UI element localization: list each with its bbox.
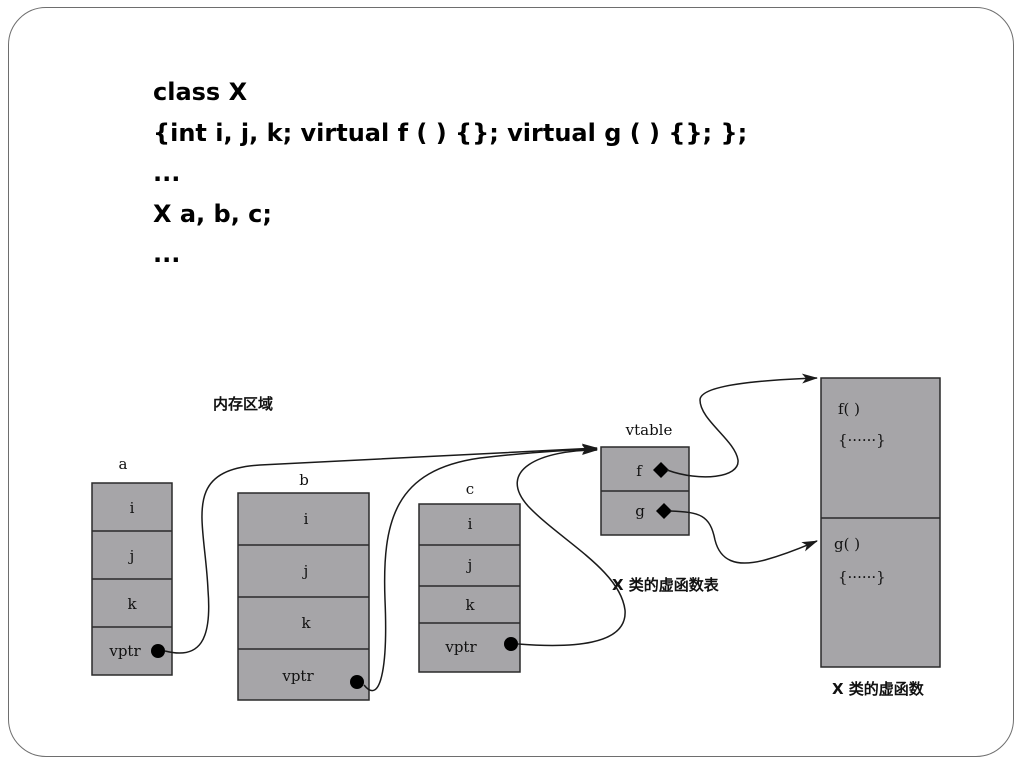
function-f-name: f( ) [838, 400, 860, 418]
arrow-g-to-function [669, 510, 818, 564]
object-b: b i j k vptr [237, 471, 370, 701]
object-c-field-k: k [465, 596, 475, 614]
object-a-field-i: i [130, 499, 135, 517]
vtable-title: vtable [625, 421, 673, 439]
vtable-g-pointer [656, 503, 672, 519]
object-a-field-j: j [128, 547, 135, 565]
vtable-f-pointer [653, 462, 669, 478]
object-b-field-vptr: vptr [281, 667, 314, 685]
object-c-vptr-dot [504, 637, 518, 651]
object-c-field-j: j [466, 556, 473, 574]
arrow-b-to-vtable [363, 444, 598, 692]
functions-block: f( ) {······} g( ) {······} X 类的虚函数 [820, 377, 941, 698]
arrow-a-to-vtable [164, 443, 598, 654]
code-line-2: {int i, j, k; virtual f ( ) {}; virtual … [153, 118, 748, 147]
object-a: a i j k vptr [91, 455, 173, 676]
code-line-3: ... [153, 159, 181, 187]
arrow-c-to-vtable [516, 445, 626, 647]
vtable-entry-f: f [636, 462, 643, 480]
object-c-name: c [466, 480, 474, 498]
object-b-field-i: i [304, 510, 309, 528]
object-a-name: a [119, 455, 128, 473]
object-b-field-k: k [301, 614, 311, 632]
code-line-4: X a, b, c; [153, 199, 273, 228]
vtable-caption: X 类的虚函数表 [612, 576, 720, 594]
memory-area-label: 内存区域 [213, 395, 273, 413]
object-c-field-i: i [468, 515, 473, 533]
function-f-body: {······} [838, 431, 886, 449]
object-a-field-k: k [127, 595, 137, 613]
code-line-1: class X [153, 78, 248, 106]
object-a-field-vptr: vptr [108, 642, 141, 660]
arrow-f-to-function [666, 373, 818, 478]
object-a-vptr-dot [151, 644, 165, 658]
code-block: class X {int i, j, k; virtual f ( ) {}; … [153, 72, 747, 275]
function-g-body: {······} [838, 568, 886, 586]
object-b-field-j: j [302, 562, 309, 580]
object-b-name: b [299, 471, 309, 489]
function-g-name: g( ) [834, 535, 860, 553]
vtable: vtable f g X 类的虚函数表 [600, 421, 720, 594]
functions-box [820, 377, 941, 668]
functions-caption: X 类的虚函数 [832, 680, 925, 698]
object-c-field-vptr: vptr [444, 638, 477, 656]
object-c: c i j k vptr [418, 480, 521, 673]
code-line-5: ... [153, 240, 181, 268]
vtable-entry-g: g [635, 502, 645, 520]
object-b-vptr-dot [350, 675, 364, 689]
object-c-box [418, 503, 521, 673]
